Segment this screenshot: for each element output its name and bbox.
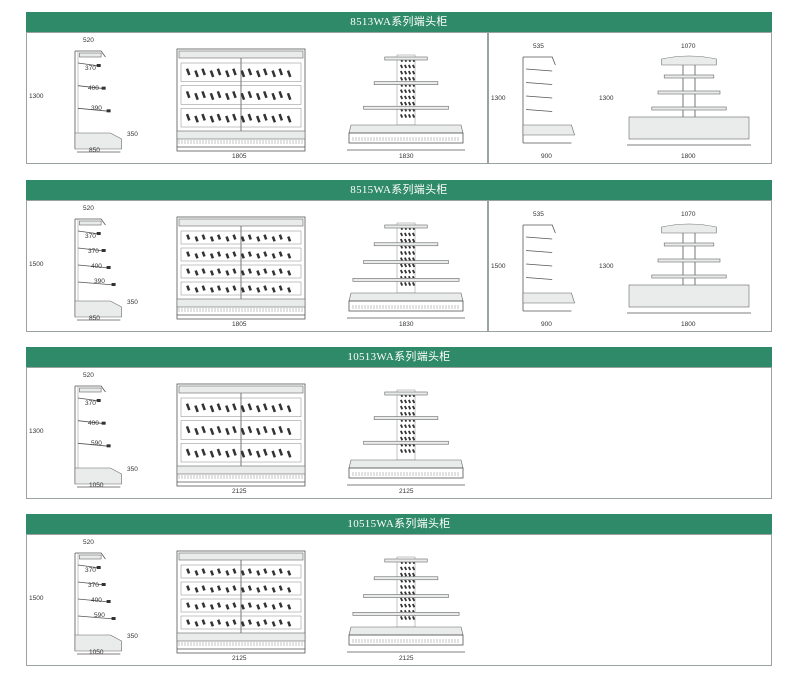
extra-drawing-panel: 535 1300 900 1070 1300 1800 [488, 32, 772, 164]
dim-front-width: 2125 [232, 488, 247, 495]
dim-side-top: 520 [83, 37, 94, 44]
dim-side-top: 520 [83, 205, 94, 212]
dim-extra-end-height: 1300 [599, 263, 614, 270]
drawing-panel: 520 1300 850 350 370 400 390 1805 1830 [26, 32, 488, 164]
dim-extra-end-width: 1800 [681, 153, 696, 160]
dim-side-base: 350 [127, 466, 138, 473]
section-title-banner: 8513WA系列端头柜 [26, 12, 772, 32]
extra-side-view-drawing [522, 56, 576, 144]
dim-shelf-depth: 370 [88, 582, 99, 589]
section-8515wa: 8515WA系列端头柜 520 1500 850 350 370 370 400 390 1805… [26, 180, 772, 332]
side-view-drawing [74, 50, 122, 153]
dim-extra-end-top: 1070 [681, 211, 696, 218]
dim-shelf-depth: 390 [94, 278, 105, 285]
dim-shelf-depth: 370 [85, 233, 96, 240]
front-view-drawing [176, 550, 306, 654]
dim-side-depth: 850 [89, 147, 100, 154]
dim-side-depth: 1050 [89, 482, 104, 489]
dim-end-width: 1830 [399, 153, 414, 160]
section-10513wa: 10513WA系列端头柜 520 1300 1050 350 370 400 590 2125 2… [26, 347, 772, 499]
front-view-drawing [176, 216, 306, 320]
dim-front-width: 2125 [232, 655, 247, 662]
dim-shelf-depth: 590 [94, 612, 105, 619]
section-10515wa: 10515WA系列端头柜 520 1500 1050 350 370 370 400 590 21… [26, 514, 772, 666]
dim-extra-end-height: 1300 [599, 95, 614, 102]
dim-end-width: 1830 [399, 321, 414, 328]
drawing-panel: 520 1500 1050 350 370 370 400 590 2125 2125 [26, 534, 772, 666]
dim-shelf-depth: 370 [85, 400, 96, 407]
extra-drawing-panel: 535 1500 900 1070 1300 1800 [488, 200, 772, 332]
end-view-drawing [347, 222, 465, 319]
side-view-drawing [74, 552, 122, 655]
dim-extra-side-top: 535 [533, 43, 544, 50]
dim-side-depth: 850 [89, 315, 100, 322]
dim-side-base: 350 [127, 131, 138, 138]
end-view-drawing [347, 556, 465, 653]
dim-side-height: 1300 [29, 428, 44, 435]
dim-extra-side-height: 1500 [491, 263, 506, 270]
dim-shelf-depth: 400 [88, 420, 99, 427]
dim-side-height: 1500 [29, 261, 44, 268]
end-view-drawing [347, 54, 465, 151]
dim-shelf-depth: 370 [85, 65, 96, 72]
dim-extra-end-top: 1070 [681, 43, 696, 50]
side-view-drawing [74, 218, 122, 321]
dim-shelf-depth: 390 [91, 105, 102, 112]
extra-side-view-drawing [522, 224, 576, 312]
dim-extra-end-width: 1800 [681, 321, 696, 328]
drawing-panel: 520 1300 1050 350 370 400 590 2125 2125 [26, 367, 772, 499]
extra-end-view-drawing [627, 55, 751, 146]
dim-side-depth: 1050 [89, 649, 104, 656]
front-view-drawing [176, 383, 306, 487]
section-title-banner: 8515WA系列端头柜 [26, 180, 772, 200]
dim-extra-side-height: 1300 [491, 95, 506, 102]
front-view-drawing [176, 48, 306, 152]
dim-shelf-depth: 400 [91, 263, 102, 270]
drawing-panel: 520 1500 850 350 370 370 400 390 1805 1830 [26, 200, 488, 332]
dim-side-height: 1300 [29, 93, 44, 100]
dim-extra-side-depth: 900 [541, 153, 552, 160]
dim-front-width: 1805 [232, 321, 247, 328]
dim-side-top: 520 [83, 372, 94, 379]
dim-side-top: 520 [83, 539, 94, 546]
dim-side-base: 350 [127, 299, 138, 306]
dim-shelf-depth: 370 [88, 248, 99, 255]
dim-side-base: 350 [127, 633, 138, 640]
dim-extra-side-depth: 900 [541, 321, 552, 328]
dim-shelf-depth: 370 [85, 567, 96, 574]
side-view-drawing [74, 385, 122, 488]
end-view-drawing [347, 389, 465, 486]
extra-end-view-drawing [627, 223, 751, 314]
section-8513wa: 8513WA系列端头柜 520 1300 850 350 370 400 390 1805 183… [26, 12, 772, 164]
dim-shelf-depth: 400 [91, 597, 102, 604]
section-title-banner: 10515WA系列端头柜 [26, 514, 772, 534]
dim-end-width: 2125 [399, 655, 414, 662]
section-title-banner: 10513WA系列端头柜 [26, 347, 772, 367]
dim-side-height: 1500 [29, 595, 44, 602]
dim-front-width: 1805 [232, 153, 247, 160]
dim-extra-side-top: 535 [533, 211, 544, 218]
dim-shelf-depth: 590 [91, 440, 102, 447]
dim-shelf-depth: 400 [88, 85, 99, 92]
dim-end-width: 2125 [399, 488, 414, 495]
